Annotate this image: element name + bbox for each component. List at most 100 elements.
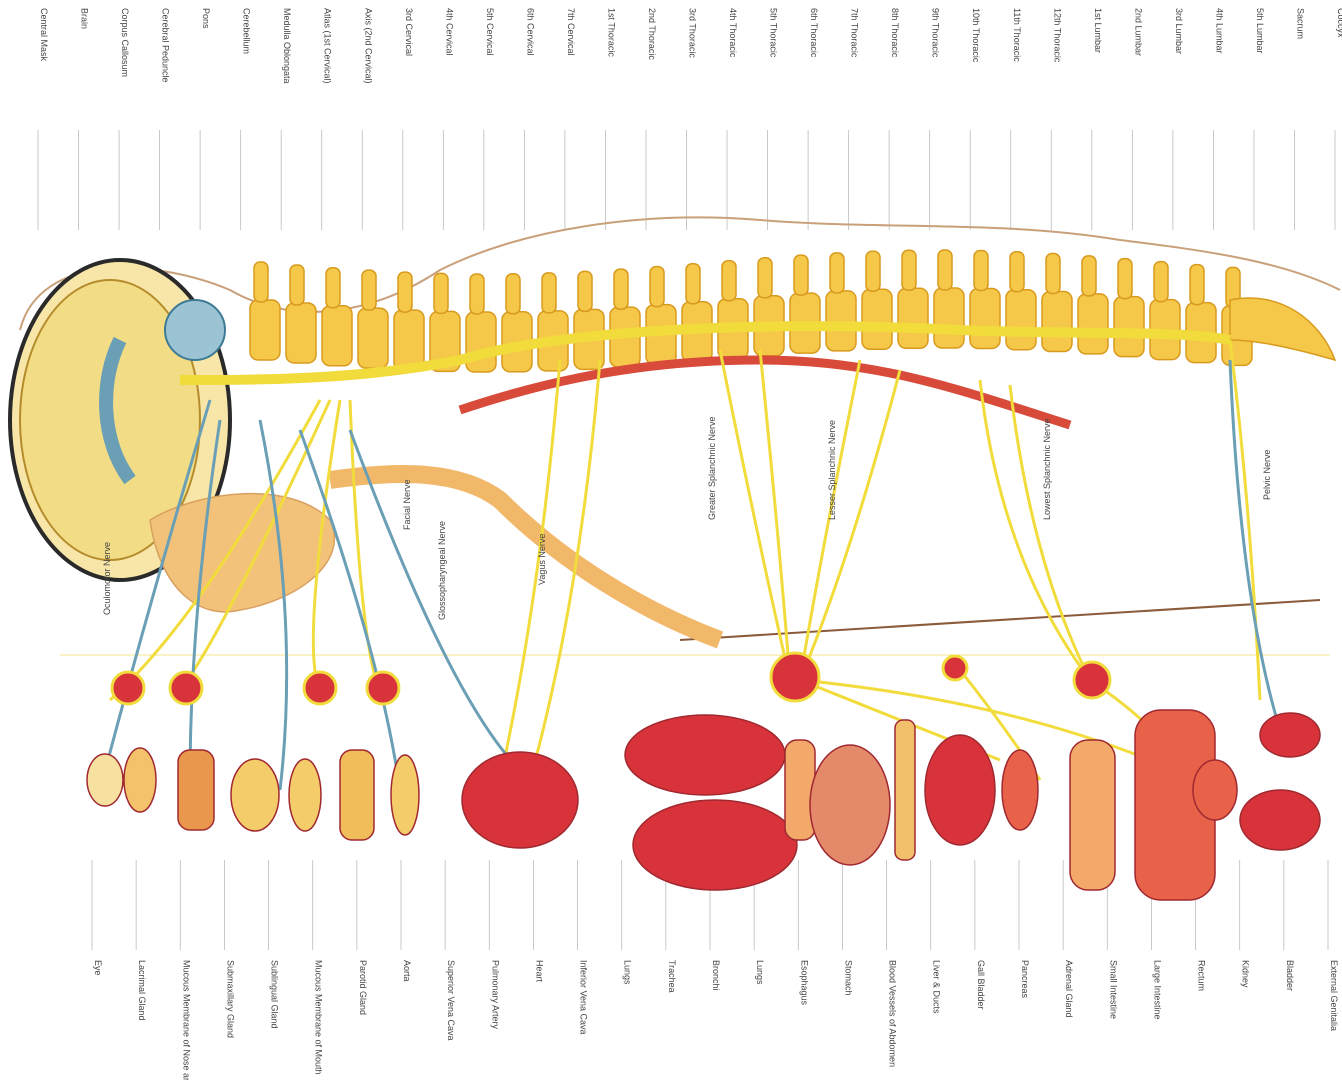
top-label: 3rd Cervical <box>404 8 414 56</box>
stomach <box>810 745 890 865</box>
spinous-process <box>506 274 520 314</box>
top-label: Brain <box>80 8 90 29</box>
spinous-process <box>290 265 304 305</box>
genitalia <box>1260 713 1320 757</box>
vertebra <box>358 308 388 368</box>
spinous-process <box>1190 265 1204 305</box>
vertebra <box>862 289 892 349</box>
spinous-process <box>578 271 592 311</box>
kidney <box>1193 760 1237 820</box>
top-label: 4th Thoracic <box>728 8 738 58</box>
bottom-label: Large Intestine <box>1152 960 1162 1020</box>
top-label: 5th Lumbar <box>1255 8 1265 54</box>
nerve-label: Oculomotor Nerve <box>102 542 112 615</box>
bottom-label: Mucous Membrane of Mouth <box>314 960 324 1075</box>
bottom-label: Gall Bladder <box>976 960 986 1010</box>
top-label: 6th Thoracic <box>809 8 819 58</box>
lacrimal-gland <box>124 748 156 812</box>
bottom-label: Blood Vessels of Abdomen <box>888 960 898 1067</box>
ganglion <box>771 653 819 701</box>
spinous-process <box>1082 256 1096 296</box>
organs <box>87 710 1320 900</box>
nerve-label: Pelvic Nerve <box>1262 449 1272 500</box>
spinous-process <box>470 274 484 314</box>
spinous-process <box>1046 254 1060 294</box>
pancreas <box>1002 750 1038 830</box>
pharynx <box>330 474 720 640</box>
bottom-label: Kidney <box>1241 960 1251 988</box>
ganglion <box>304 672 336 704</box>
top-label: 12th Thoracic <box>1052 8 1062 63</box>
vertebra <box>1078 294 1108 354</box>
spinous-process <box>1010 252 1024 292</box>
top-label: 5th Thoracic <box>769 8 779 58</box>
nerve-label: Facial Nerve <box>402 479 412 530</box>
top-label: 7th Cervical <box>566 8 576 56</box>
bottom-label: Heart <box>534 960 544 983</box>
spinous-process <box>974 250 988 290</box>
nerve-label: Greater Splanchnic Nerve <box>707 416 717 520</box>
top-label: 5th Cervical <box>485 8 495 56</box>
top-label: Cerebellum <box>242 8 252 54</box>
ganglia <box>112 653 1110 704</box>
bottom-label: Adrenal Gland <box>1064 960 1074 1018</box>
top-label: 4th Lumbar <box>1214 8 1224 54</box>
bottom-label: Lungs <box>755 960 765 985</box>
top-label: Central Mask <box>39 8 49 62</box>
top-label: Coccyx <box>1336 8 1342 38</box>
top-label: 1st Thoracic <box>606 8 616 57</box>
eye <box>87 754 123 806</box>
top-label: 11th Thoracic <box>1012 8 1022 62</box>
spinous-process <box>362 270 376 310</box>
top-label: 10th Thoracic <box>971 8 981 63</box>
spinal-column <box>250 250 1335 372</box>
bottom-label: Bronchi <box>711 960 721 991</box>
cerebellum <box>165 300 225 360</box>
nerve-label: Vagus Nerve <box>537 534 547 585</box>
bottom-label: Pulmonary Artery <box>490 960 500 1030</box>
bottom-label: Trachea <box>667 960 677 993</box>
spinous-process <box>650 267 664 307</box>
ganglion <box>943 656 967 680</box>
vertebra <box>934 288 964 348</box>
spinous-process <box>326 268 340 308</box>
top-label: 3rd Lumbar <box>1174 8 1184 54</box>
spinous-process <box>722 261 736 301</box>
bottom-label: External Genitalia <box>1329 960 1339 1031</box>
sublingual-gland <box>289 759 321 831</box>
nerve <box>500 360 560 780</box>
nerve <box>720 350 790 680</box>
top-label: Pons <box>201 8 211 29</box>
bottom-label: Superior Vena Cava <box>446 960 456 1041</box>
vertebra <box>250 300 280 360</box>
vertebra <box>1006 290 1036 350</box>
bladder <box>1240 790 1320 850</box>
vertebra <box>394 310 424 370</box>
bottom-label: Lungs <box>623 960 633 985</box>
blood-vessels <box>895 720 915 860</box>
bottom-label: Small Intestine <box>1108 960 1118 1019</box>
bottom-label: Rectum <box>1197 960 1207 991</box>
lung-upper <box>625 715 785 795</box>
spinous-process <box>902 250 916 290</box>
bottom-label: Esophagus <box>799 960 809 1006</box>
vertebra <box>1114 297 1144 357</box>
bottom-label: Lacrimal Gland <box>137 960 147 1021</box>
ganglion <box>1074 662 1110 698</box>
spinous-process <box>542 273 556 313</box>
ganglion <box>112 672 144 704</box>
heart <box>462 752 578 848</box>
top-label: 2nd Lumbar <box>1133 8 1143 56</box>
bottom-label: Eye <box>93 960 103 976</box>
bottom-label: Parotid Gland <box>358 960 368 1015</box>
nerve-label: Lesser Splanchnic Nerve <box>827 420 837 520</box>
bottom-label: Sublingual Gland <box>270 960 280 1029</box>
vertebra <box>970 288 1000 348</box>
ganglion <box>367 672 399 704</box>
vertebra <box>1042 292 1072 352</box>
bottom-label: Liver & Ducts <box>932 960 942 1014</box>
parotid-gland <box>391 755 419 835</box>
spinous-process <box>434 273 448 313</box>
nerve-label: Glossopharyngeal Nerve <box>437 521 447 620</box>
